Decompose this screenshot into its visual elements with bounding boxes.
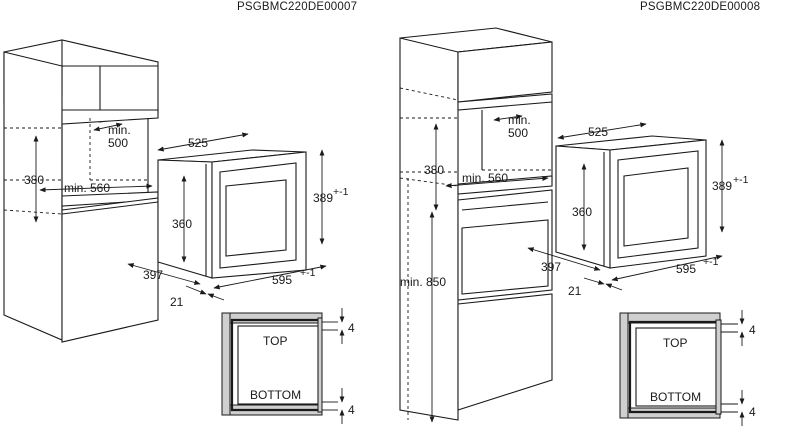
- right-dim-389-tol: +-1: [733, 174, 749, 186]
- right-dim-525: 525: [588, 125, 608, 139]
- left-cabinet: [3, 39, 159, 343]
- right-min850: min. 850: [400, 275, 446, 289]
- right-dim-389: 389: [712, 179, 732, 193]
- right-dim-360: 360: [572, 205, 592, 219]
- right-bottom-label: BOTTOM: [650, 390, 701, 404]
- left-diagram: PSGBMC220DE00007: [3, 1, 357, 424]
- left-min500-line2: 500: [108, 136, 128, 150]
- right-appliance-dimensions: 525 360 389 +-1 397 595 +-1 21: [527, 122, 749, 298]
- right-min500-line1: min.: [508, 113, 531, 127]
- right-appliance: [555, 135, 707, 269]
- right-top-label: TOP: [663, 336, 687, 350]
- right-section-detail: TOP BOTTOM 4 4: [619, 310, 756, 426]
- right-diagram: PSGBMC220DE00008: [399, 1, 760, 426]
- left-dim-389: 389: [313, 191, 333, 205]
- left-dim-21: 21: [170, 295, 184, 309]
- left-dim-525: 525: [188, 136, 208, 150]
- right-gap-top: 4: [749, 323, 756, 337]
- right-dim-397: 397: [541, 260, 561, 274]
- left-appliance: [157, 149, 307, 279]
- right-dim-595: 595: [676, 262, 696, 276]
- left-gap-bottom: 4: [348, 403, 355, 417]
- left-section-detail: TOP BOTTOM 4 4: [221, 308, 355, 424]
- left-cabinet-dimensions: min. 500 380 min. 560: [24, 122, 153, 223]
- right-min500-line2: 500: [508, 126, 528, 140]
- left-appliance-dimensions: 525 360 389 +-1 397 595 +-1 21: [127, 132, 349, 309]
- left-min500-line1: min.: [108, 123, 131, 137]
- left-dim-389-tol: +-1: [333, 186, 349, 198]
- right-diagram-code: PSGBMC220DE00008: [640, 1, 760, 13]
- left-bottom-label: BOTTOM: [250, 388, 301, 402]
- left-diagram-code: PSGBMC220DE00007: [237, 1, 357, 13]
- left-dim-380: 380: [24, 173, 44, 187]
- left-top-label: TOP: [263, 334, 287, 348]
- left-gap-top: 4: [348, 321, 355, 335]
- right-gap-bottom: 4: [749, 405, 756, 419]
- left-dim-595: 595: [272, 273, 292, 287]
- right-dim-380: 380: [424, 163, 444, 177]
- left-dim-595-tol: +-1: [300, 267, 316, 279]
- right-cabinet-dimensions: min. 500 380 min. 560 min. 850: [400, 113, 549, 423]
- left-min560: min. 560: [64, 181, 110, 195]
- right-dim-595-tol: +-1: [703, 256, 719, 268]
- left-dim-397: 397: [143, 268, 163, 282]
- right-dim-21: 21: [568, 284, 582, 298]
- right-min560: min. 560: [462, 171, 508, 185]
- right-cabinet: [399, 27, 553, 421]
- left-dim-360: 360: [172, 217, 192, 231]
